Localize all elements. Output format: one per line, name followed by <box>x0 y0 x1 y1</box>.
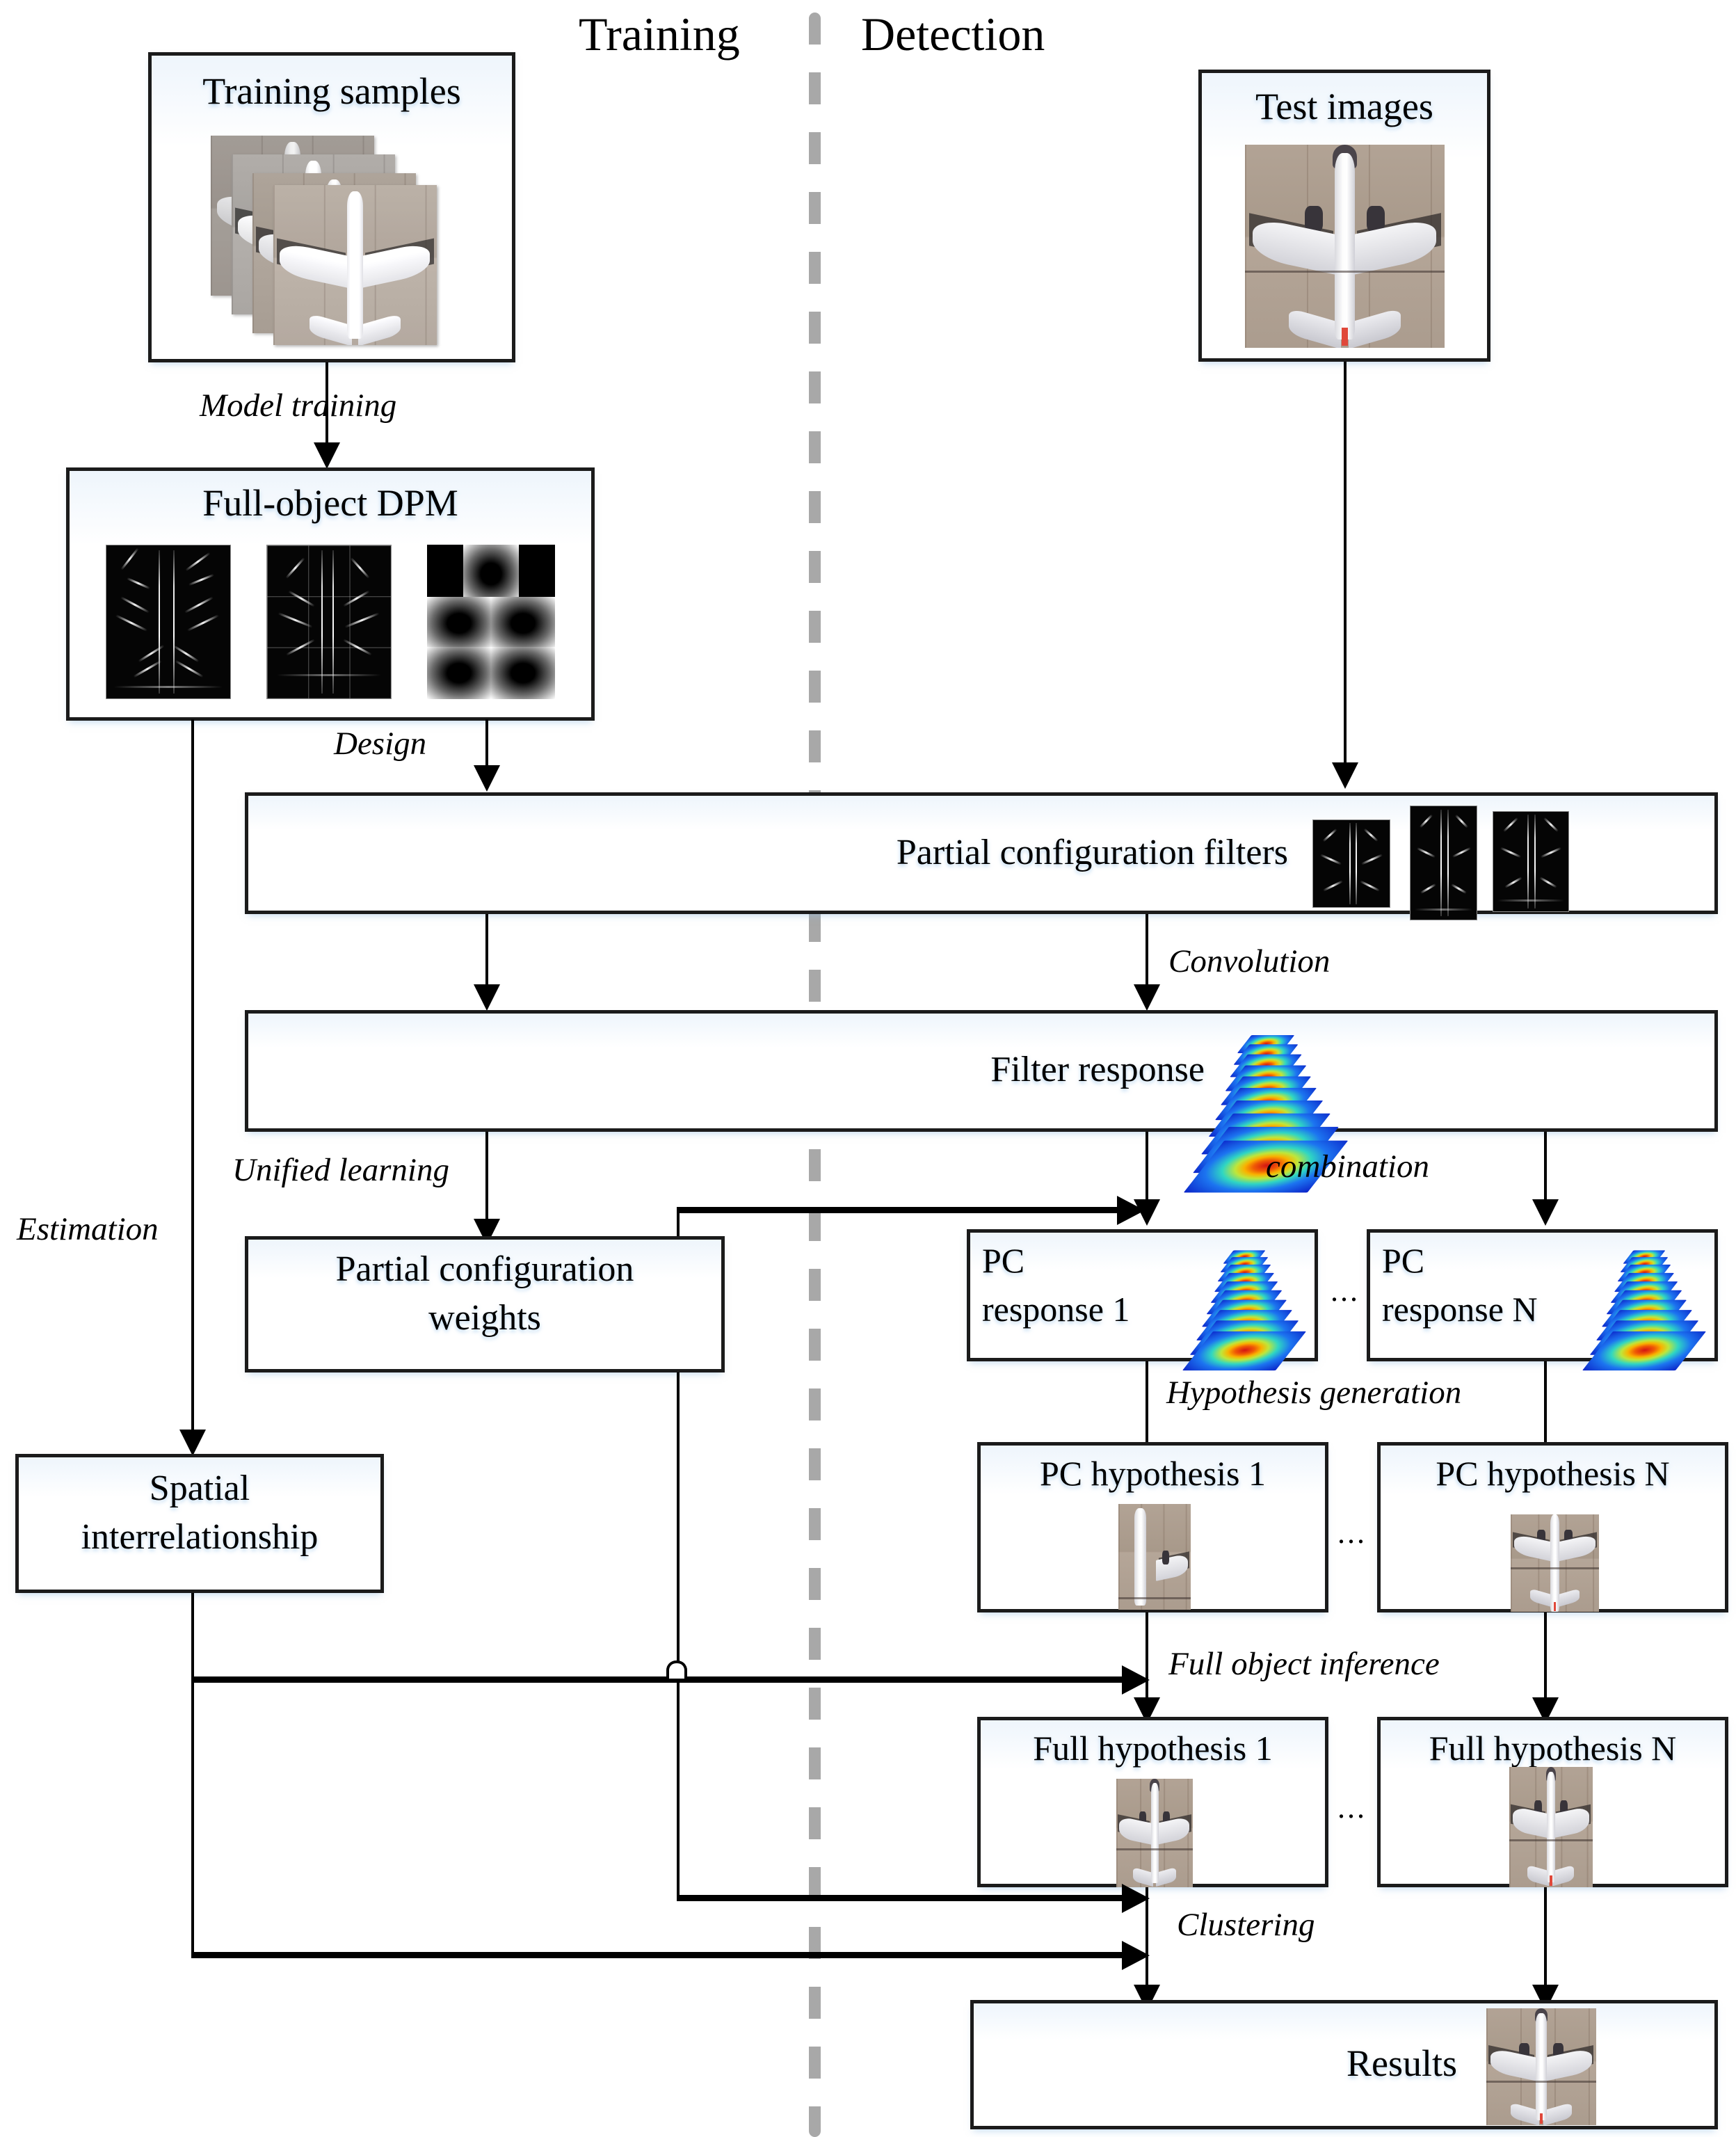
header-training: Training <box>579 8 740 61</box>
pc-response-n-label: PC response N <box>1382 1241 1538 1329</box>
training-samples-label: Training samples <box>202 70 461 112</box>
pc-response-ellipsis: ... <box>1331 1274 1360 1308</box>
edge-training-samples-to-dpm-arrowhead <box>314 442 340 469</box>
edge-test-images-to-filters <box>1344 362 1347 765</box>
pc-filter-thumb-2 <box>1410 806 1477 920</box>
pc-hypothesis-1-label: PC hypothesis 1 <box>1039 1454 1267 1493</box>
edge-response-to-pc-response-1 <box>1146 1132 1148 1201</box>
dpm-part-filters-image <box>266 545 392 699</box>
dpm-root-filter-image <box>106 545 231 699</box>
edge-weights-to-clustering-arrowhead <box>1122 1884 1150 1913</box>
edge-label-unified-learning: Unified learning <box>232 1152 449 1188</box>
pc-response-n-pyramid-image <box>1582 1240 1706 1371</box>
edge-label-convolution: Convolution <box>1168 943 1331 979</box>
pc-hypothesis-1-thumb <box>1118 1504 1191 1610</box>
full-object-dpm-label: Full-object DPM <box>202 482 458 524</box>
edge-weights-to-clustering-horizontal <box>677 1895 1125 1901</box>
edge-response-to-pc-response-n-arrowhead <box>1532 1199 1559 1226</box>
edge-dpm-to-spatial-arrowhead <box>179 1430 206 1456</box>
edge-full-hypothesis-n-to-results <box>1544 1887 1547 1987</box>
edge-spatial-to-clustering-horizontal <box>191 1952 1125 1958</box>
edge-full-hypothesis-1-to-results <box>1146 1887 1148 1987</box>
edge-test-images-to-filters-arrowhead <box>1332 762 1358 789</box>
results-label: Results <box>1346 2042 1457 2084</box>
edge-spatial-to-inference-horizontal <box>191 1676 1125 1683</box>
edge-label-hypothesis-generation: Hypothesis generation <box>1166 1375 1462 1411</box>
edge-filters-to-response-left <box>485 914 488 987</box>
edge-filters-to-response-left-arrowhead <box>474 984 500 1011</box>
edge-label-estimation: Estimation <box>17 1211 159 1247</box>
edge-dpm-to-filters <box>485 719 488 768</box>
full-hypothesis-ellipsis: ... <box>1337 1791 1367 1825</box>
edge-line-hop <box>666 1660 687 1679</box>
edge-filters-to-response-right-arrowhead <box>1134 984 1160 1011</box>
spatial-interrelationship-box[interactable] <box>15 1454 384 1593</box>
pc-filter-thumb-1 <box>1312 819 1390 908</box>
filter-response-pyramid-image <box>1183 1021 1349 1193</box>
edge-pc-response-n-to-hypothesis-n <box>1544 1361 1547 1445</box>
training-sample-thumb-4 <box>273 185 437 345</box>
test-image-thumb <box>1245 145 1445 348</box>
edge-label-model-training: Model training <box>200 387 397 424</box>
header-detection: Detection <box>861 8 1045 61</box>
partial-configuration-weights-box[interactable] <box>245 1236 725 1372</box>
edge-pc-response-1-to-hypothesis-1 <box>1146 1361 1148 1445</box>
edge-label-design: Design <box>334 726 427 762</box>
spatial-interrelationship-label: Spatial interrelationship <box>81 1468 319 1558</box>
full-hypothesis-1-thumb <box>1116 1779 1193 1887</box>
filter-response-box[interactable] <box>245 1010 1718 1132</box>
edge-filters-to-response-right <box>1146 914 1148 987</box>
pc-hypothesis-ellipsis: ... <box>1337 1516 1367 1550</box>
edge-label-combination: combination <box>1266 1148 1429 1185</box>
edge-label-clustering: Clustering <box>1177 1907 1315 1943</box>
pc-filter-thumb-3 <box>1493 811 1569 912</box>
results-thumb <box>1486 2008 1596 2125</box>
filter-response-label: Filter response <box>990 1050 1205 1089</box>
edge-dpm-to-filters-arrowhead <box>474 765 500 792</box>
pc-response-1-label: PC response 1 <box>982 1241 1130 1329</box>
edge-dpm-to-spatial-interrelationship <box>191 719 194 1432</box>
edge-response-to-pc-response-n <box>1544 1132 1547 1201</box>
full-hypothesis-n-thumb <box>1509 1767 1593 1887</box>
partial-configuration-weights-label: Partial configuration weights <box>335 1249 634 1338</box>
edge-training-samples-to-dpm <box>326 362 328 445</box>
pc-hypothesis-n-thumb <box>1511 1514 1599 1612</box>
edge-pc-hypothesis-1-to-full-1 <box>1146 1612 1148 1699</box>
edge-spatial-to-clustering-arrowhead <box>1122 1941 1150 1970</box>
edge-pc-hypothesis-n-to-full-n <box>1544 1612 1547 1699</box>
dpm-deformation-cost-image <box>427 545 555 699</box>
edge-spatial-to-clustering-riser <box>191 1593 194 1955</box>
partial-configuration-filters-label: Partial configuration filters <box>896 833 1288 872</box>
edge-response-to-weights <box>485 1132 488 1222</box>
edge-label-full-object-inference: Full object inference <box>1168 1646 1440 1682</box>
edge-response-to-pc-response-1-arrowhead <box>1134 1199 1160 1226</box>
test-images-label: Test images <box>1255 86 1433 127</box>
pc-response-1-pyramid-image <box>1182 1240 1306 1371</box>
full-hypothesis-n-label: Full hypothesis N <box>1429 1729 1677 1768</box>
edge-weights-to-clustering-riser <box>677 1372 680 1898</box>
edge-weights-feedback-horizontal <box>677 1207 1120 1213</box>
full-hypothesis-1-label: Full hypothesis 1 <box>1033 1729 1273 1768</box>
pc-hypothesis-n-label: PC hypothesis N <box>1436 1454 1670 1493</box>
edge-spatial-to-inference-arrowhead <box>1122 1665 1150 1695</box>
